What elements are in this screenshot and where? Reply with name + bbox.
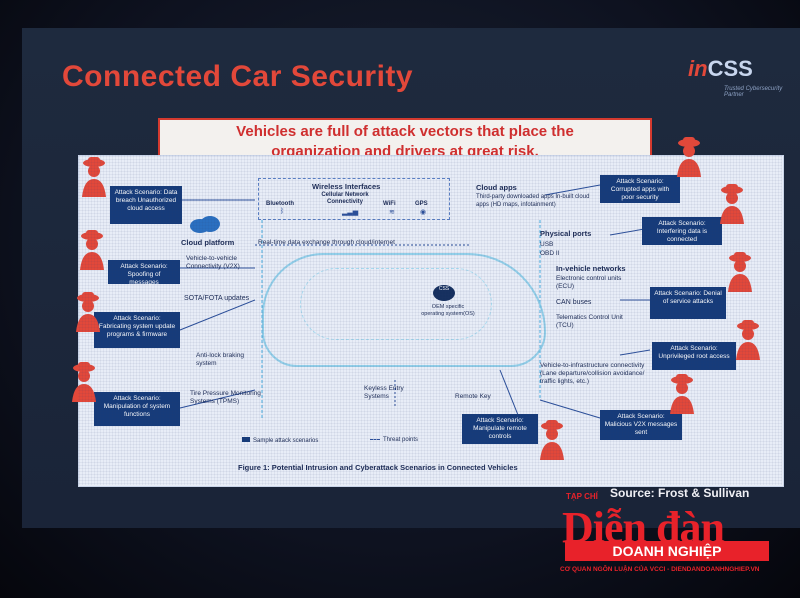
legend-threat-swatch — [370, 438, 380, 440]
gps-icon: ◉ — [420, 209, 427, 216]
physical-port-obd: OBD II — [540, 250, 560, 257]
v2x-label: Vehicle-to-vehicle Connectivity (V2X) — [186, 255, 240, 270]
attack-box-10: Attack Scenario: Malicious V2X messages … — [600, 410, 682, 440]
keyless-label: Keyless Entry Systems — [364, 385, 404, 400]
watermark-tagline: CƠ QUAN NGÔN LUẬN CỦA VCCI - DIENDANDOAN… — [560, 566, 760, 573]
cloud-platform-label: Cloud platform — [181, 238, 235, 247]
attack-box-5: Attack Scenario: Corrupted apps with poo… — [600, 175, 680, 203]
hacker-icon — [540, 420, 564, 460]
cellular-icon: ▂▃▅ — [342, 209, 359, 216]
ecu-logo: CSS — [433, 285, 455, 301]
wireless-bluetooth: Bluetooth — [266, 201, 294, 207]
hacker-icon — [80, 230, 104, 270]
legend-threat-text: Threat points — [383, 437, 419, 443]
cloud-apps-desc: Third-party downloaded apps In-built clo… — [476, 194, 590, 208]
hacker-icon — [728, 252, 752, 292]
legend-attack: Sample attack scenarios — [242, 437, 318, 444]
logo-tagline: Trusted Cybersecurity Partner — [724, 86, 783, 98]
watermark-small: TẠP CHÍ — [566, 492, 598, 501]
slide-title: Connected Car Security — [62, 60, 414, 93]
cloud-apps-title: Cloud apps — [476, 183, 517, 192]
hacker-icon — [720, 184, 744, 224]
attack-box-6: Attack Scenario: Interfering data is con… — [642, 217, 722, 245]
wireless-title: Wireless Interfaces — [312, 182, 381, 191]
wireless-wifi: WiFi — [383, 201, 396, 207]
wireless-gps: GPS — [415, 201, 428, 207]
invehicle-title: In-vehicle networks — [556, 264, 626, 273]
hacker-icon — [82, 157, 106, 197]
attack-box-1: Attack Scenario: Data breach Unauthorize… — [110, 186, 182, 224]
attack-box-4: Attack Scenario: Manipulation of system … — [94, 392, 180, 426]
invehicle-can: CAN buses — [556, 299, 592, 306]
watermark-band: DOANH NGHIỆP — [565, 541, 769, 561]
legend-attack-text: Sample attack scenarios — [253, 438, 319, 444]
sota-label: SOTA/FOTA updates — [184, 295, 250, 302]
hacker-icon — [670, 374, 694, 414]
legend-threat: Threat points — [370, 437, 418, 443]
hacker-icon — [72, 362, 96, 402]
incss-logo: inCSS — [688, 56, 753, 82]
source-credit: Source: Frost & Sullivan — [610, 486, 750, 500]
wifi-icon: ≋ — [389, 209, 395, 216]
figure-caption: Figure 1: Potential Intrusion and Cybera… — [238, 463, 518, 472]
attack-box-7: Attack Scenario: Denial of service attac… — [650, 287, 726, 319]
abs-label: Anti-lock braking system — [196, 352, 245, 367]
banner-line-1: Vehicles are full of attack vectors that… — [236, 123, 574, 140]
logo-main: CSS — [707, 56, 753, 81]
attack-box-8: Attack Scenario: Unprivileged root acces… — [652, 342, 736, 370]
cloud-icon — [190, 216, 220, 233]
attack-box-3: Attack Scenario: Fabricating system upda… — [94, 312, 180, 348]
hacker-icon — [677, 137, 701, 177]
hacker-icon — [736, 320, 760, 360]
invehicle-ecu: Electronic control units (ECU) — [556, 275, 622, 290]
legend-attack-swatch — [242, 437, 250, 442]
physical-port-usb: USB — [540, 241, 554, 248]
tpms-label: Tire Pressure Monitoring Systems (TPMS) — [190, 390, 261, 405]
remote-key-label: Remote Key — [455, 393, 491, 400]
physical-ports-title: Physical ports — [540, 229, 592, 238]
attack-box-2: Attack Scenario: Spoofing of messages — [108, 260, 180, 286]
wireless-cellular: Cellular Network Connectivity — [321, 192, 369, 205]
bluetooth-icon: ᛒ — [280, 208, 285, 215]
attack-box-9: Attack Scenario: Manipulate remote contr… — [462, 414, 538, 444]
v2i-label: Vehicle-to-infrastructure connectivity (… — [540, 362, 645, 385]
hacker-icon — [76, 292, 100, 332]
invehicle-tcu: Telematics Control Unit (TCU) — [556, 314, 623, 329]
realtime-label: Real-time data exchange through cloud/in… — [258, 239, 395, 246]
ecu-os-label: OEM specific operating system(OS) — [421, 304, 475, 317]
logo-prefix: in — [688, 56, 708, 81]
wireless-interfaces-box — [258, 178, 450, 220]
car-inner-outline — [300, 268, 492, 340]
